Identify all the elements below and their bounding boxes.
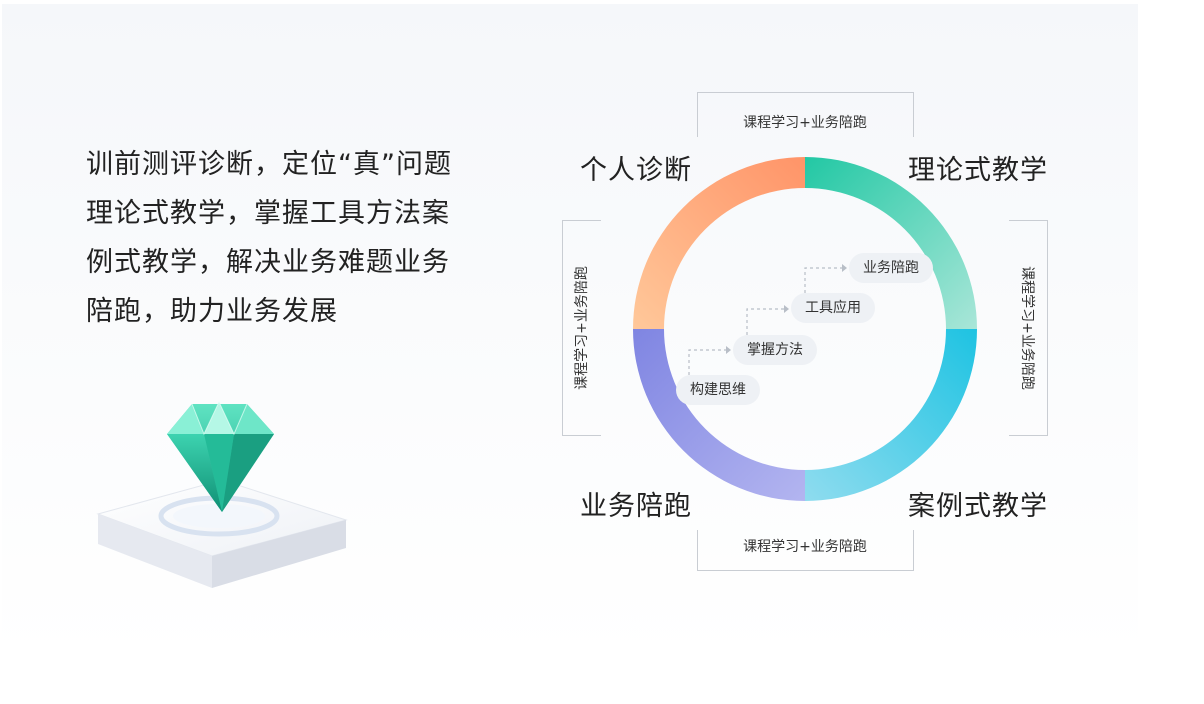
quadrant-label-top-left: 个人诊断 — [580, 155, 692, 186]
ring-segment-top-left — [633, 157, 805, 329]
step-pill: 业务陪跑 — [849, 253, 933, 283]
diamond-icon — [96, 400, 348, 588]
step-pill: 掌握方法 — [733, 335, 817, 365]
step-pill: 工具应用 — [791, 293, 875, 323]
intro-line: 例式教学，解决业务难题业务 — [86, 247, 450, 278]
quadrant-label-bottom-left: 业务陪跑 — [580, 491, 692, 522]
frame-left — [562, 220, 601, 436]
intro-line: 理论式教学，掌握工具方法案 — [86, 198, 450, 229]
cycle-ring — [633, 157, 977, 501]
ring-segment-bottom-left — [633, 329, 805, 501]
frame-label-top: 课程学习+业务陪跑 — [743, 115, 867, 131]
frame-right — [1009, 220, 1048, 436]
intro-text: 训前测评诊断，定位“真”问题 理论式教学，掌握工具方法案 例式教学，解决业务难题… — [86, 140, 486, 336]
step-pill: 构建思维 — [676, 375, 760, 405]
frame-bottom — [697, 530, 914, 571]
quadrant-label-top-right: 理论式教学 — [908, 155, 1048, 186]
quadrant-label-bottom-right: 案例式教学 — [908, 491, 1048, 522]
frame-label-bottom: 课程学习+业务陪跑 — [743, 539, 867, 555]
frame-top — [697, 92, 914, 137]
intro-line: 陪跑，助力业务发展 — [86, 296, 338, 327]
intro-line: 训前测评诊断，定位“真”问题 — [86, 149, 452, 180]
ring-segment-bottom-right — [805, 329, 977, 501]
ring-segment-top-right — [805, 157, 977, 329]
